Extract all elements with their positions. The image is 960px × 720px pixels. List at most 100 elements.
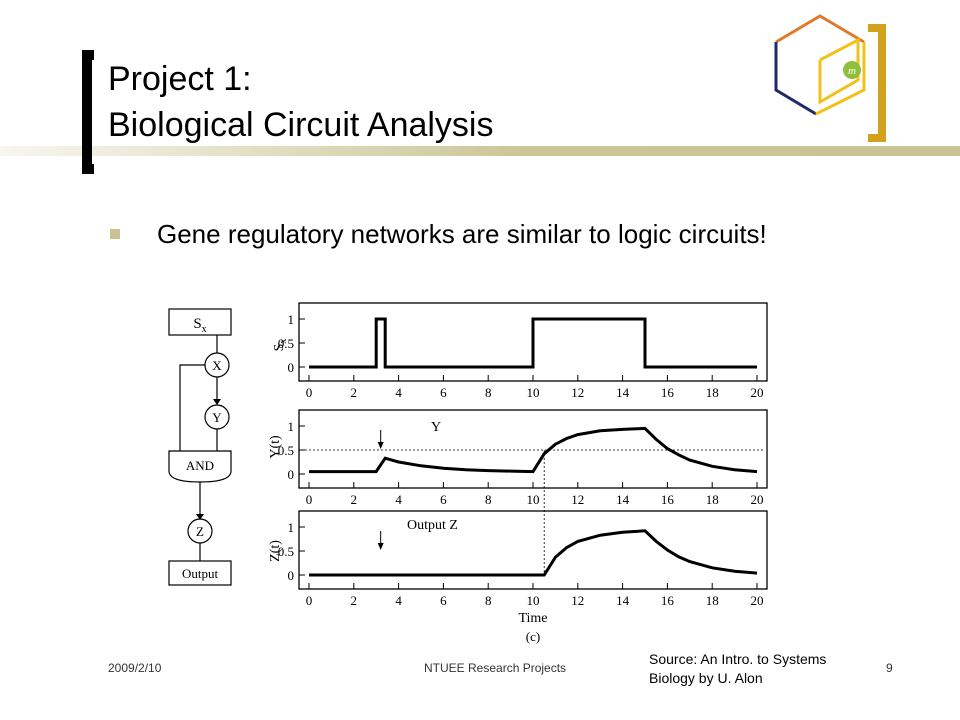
source-citation: Source: An Intro. to Systems Biology by … bbox=[649, 650, 826, 688]
x-tick-label: 12 bbox=[571, 492, 584, 507]
plot-y-line bbox=[309, 426, 758, 474]
x-tick-label: 6 bbox=[440, 492, 447, 507]
arrow-and-z bbox=[196, 514, 204, 520]
x-tick-label: 0 bbox=[306, 593, 313, 608]
pulse-arrow-head bbox=[377, 543, 384, 550]
logo-yellow-inner-edge bbox=[818, 37, 860, 105]
edge-x-and bbox=[179, 364, 205, 451]
input-label: Sx bbox=[193, 316, 206, 335]
title-underline-bar bbox=[0, 146, 960, 156]
logo-icon: m bbox=[774, 14, 866, 116]
plot-z-ylabel: Z(t) bbox=[268, 540, 283, 562]
left-bracket-decoration bbox=[82, 50, 94, 174]
x-tick-label: 6 bbox=[440, 593, 447, 608]
plot-y-yticks: 00.51 bbox=[278, 419, 305, 482]
plot-y-frame bbox=[298, 409, 768, 489]
and-gate-label: AND bbox=[186, 458, 214, 473]
x-tick-label: 10 bbox=[527, 593, 540, 608]
x-tick-label: 16 bbox=[661, 385, 675, 400]
logo-orange-edge bbox=[775, 14, 865, 44]
x-tick-label: 4 bbox=[395, 593, 402, 608]
plot-z-yticks: 00.51 bbox=[278, 520, 305, 583]
x-tick-label: 20 bbox=[751, 593, 764, 608]
output-box bbox=[168, 560, 232, 586]
plot-y-xticks: 0 2 4 6 8 10 12 14 16 18 20 bbox=[306, 482, 764, 507]
x-tick-label: 14 bbox=[616, 385, 630, 400]
x-tick-label: 2 bbox=[351, 492, 358, 507]
x-tick-label: 8 bbox=[485, 593, 492, 608]
plot-sx-yticks: 00.51 bbox=[278, 312, 305, 375]
source-line-2: Biology by U. Alon bbox=[649, 670, 763, 686]
logo-dot bbox=[843, 61, 861, 79]
right-bracket-decoration bbox=[868, 24, 886, 142]
logo-navy-edge bbox=[774, 42, 817, 116]
circuit-diagram: Sx X Y AND Z Output bbox=[168, 308, 232, 586]
x-tick-label: 12 bbox=[571, 593, 584, 608]
x-tick-label: 10 bbox=[527, 492, 540, 507]
plot-z-line bbox=[309, 529, 758, 577]
output-label: Output bbox=[182, 566, 219, 581]
y-tick-label: 1 bbox=[288, 312, 295, 327]
arrow-markers bbox=[377, 430, 384, 550]
x-tick-label: 18 bbox=[706, 593, 719, 608]
title-line-1: Project 1: bbox=[108, 60, 252, 98]
plot-z-annotation: Output Z bbox=[407, 518, 458, 533]
source-line-1: Source: An Intro. to Systems bbox=[649, 651, 827, 667]
y-tick-label: 0.5 bbox=[278, 443, 294, 458]
pulse-arrow-head bbox=[377, 442, 384, 449]
x-tick-label: 2 bbox=[351, 593, 358, 608]
x-tick-label: 8 bbox=[485, 492, 492, 507]
x-tick-label: 2 bbox=[351, 385, 358, 400]
x-tick-label: 0 bbox=[306, 492, 313, 507]
node-x-label: X bbox=[212, 358, 222, 373]
node-z-label: Z bbox=[196, 524, 204, 539]
y-tick-label: 0 bbox=[288, 360, 295, 375]
y-tick-label: 0 bbox=[288, 467, 295, 482]
page-title: Project 1: Biological Circuit Analysis bbox=[108, 56, 494, 148]
plot-y-annotation: Y bbox=[431, 420, 441, 435]
bullet-text: Gene regulatory networks are similar to … bbox=[157, 219, 767, 249]
plot-sx-line bbox=[309, 317, 757, 369]
node-y-label: Y bbox=[212, 410, 222, 425]
x-tick-label: 6 bbox=[440, 385, 447, 400]
x-tick-label: 20 bbox=[751, 385, 764, 400]
plot-z-frame bbox=[298, 510, 768, 590]
title-line-2: Biological Circuit Analysis bbox=[108, 106, 494, 144]
y-tick-label: 1 bbox=[288, 419, 295, 434]
footer-title: NTUEE Research Projects bbox=[424, 661, 567, 675]
plot-sx-xticks: 0 2 4 6 8 10 12 14 16 18 20 bbox=[306, 375, 764, 400]
plot-z-xlabel: Time bbox=[518, 611, 547, 626]
logo-letter: m bbox=[848, 65, 856, 77]
x-tick-label: 18 bbox=[706, 385, 719, 400]
plot-z-xticks: 0 2 4 6 8 10 12 14 16 18 20 bbox=[306, 583, 764, 608]
x-tick-label: 8 bbox=[485, 385, 492, 400]
x-tick-label: 20 bbox=[751, 492, 764, 507]
y-tick-label: 0 bbox=[288, 568, 295, 583]
x-tick-label: 14 bbox=[616, 593, 630, 608]
logo-yellow-outer-edge bbox=[815, 42, 866, 116]
x-tick-label: 14 bbox=[616, 492, 630, 507]
figure-caption: (c) bbox=[526, 629, 540, 644]
x-tick-label: 10 bbox=[527, 385, 540, 400]
x-tick-label: 16 bbox=[661, 492, 675, 507]
x-tick-label: 0 bbox=[306, 385, 313, 400]
plot-sx-ylabel: Sx bbox=[272, 339, 289, 352]
footer-date: 2009/2/10 bbox=[108, 661, 162, 675]
page-number: 9 bbox=[886, 661, 893, 675]
x-tick-label: 12 bbox=[571, 385, 584, 400]
y-tick-label: 0.5 bbox=[278, 336, 294, 351]
y-tick-label: 1 bbox=[288, 520, 295, 535]
arrow-x-y bbox=[213, 399, 221, 405]
plot-y-ylabel: Y(t) bbox=[268, 435, 283, 459]
x-tick-label: 16 bbox=[661, 593, 675, 608]
x-tick-label: 4 bbox=[395, 492, 402, 507]
bullet-square-icon bbox=[110, 229, 120, 239]
input-box bbox=[168, 308, 232, 336]
x-tick-label: 18 bbox=[706, 492, 719, 507]
y-tick-label: 0.5 bbox=[278, 544, 294, 559]
x-tick-label: 4 bbox=[395, 385, 402, 400]
